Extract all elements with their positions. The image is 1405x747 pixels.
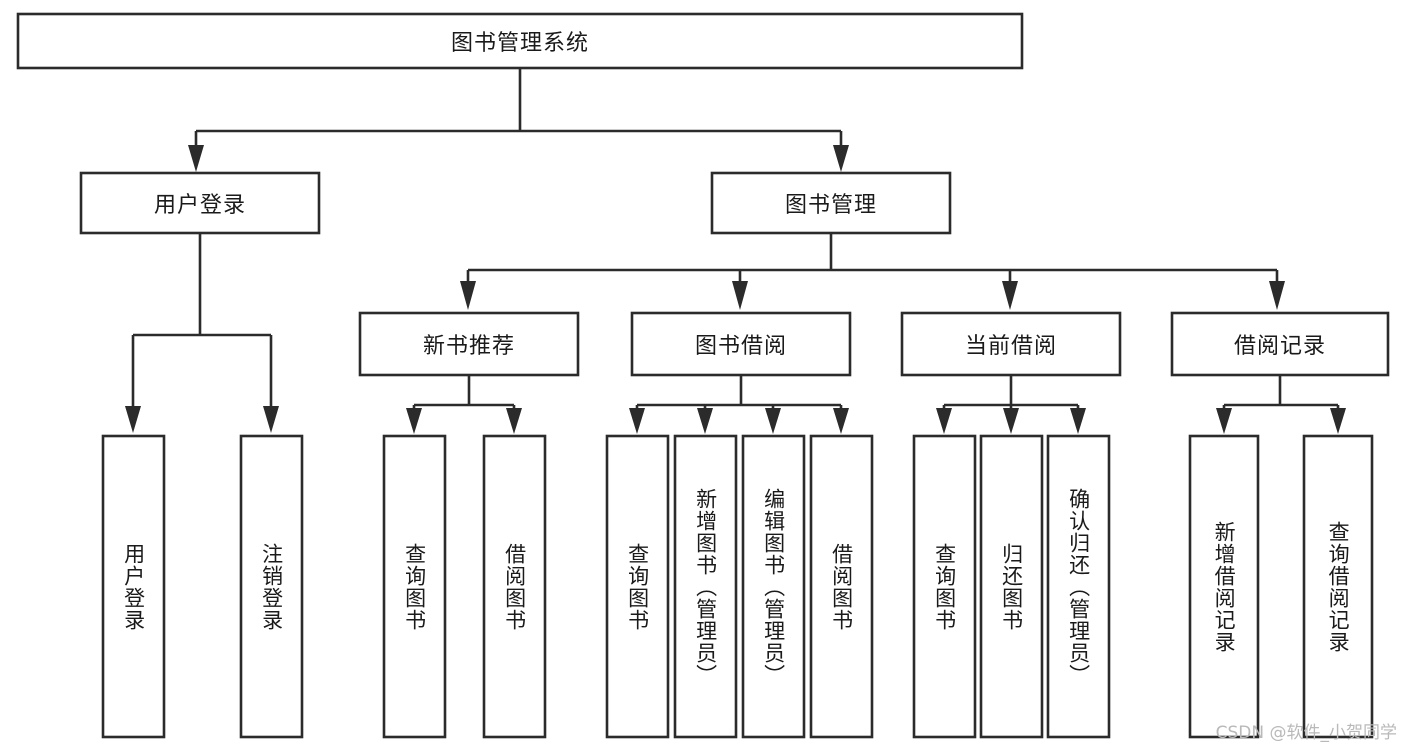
arrow-to-user-login xyxy=(188,145,204,172)
connector-book-manage-bus xyxy=(466,233,1279,283)
node-box-borrow-record[interactable] xyxy=(1170,311,1390,377)
leaf-box-new-book-rec-0[interactable] xyxy=(382,434,447,739)
leaf-box-user-login-0[interactable] xyxy=(101,434,166,739)
arrow-to-book-manage xyxy=(833,145,849,172)
leaf-box-borrow-record-1[interactable] xyxy=(1302,434,1374,739)
leaf-box-user-login-1[interactable] xyxy=(239,434,304,739)
leaf-box-current-borrow-2[interactable] xyxy=(1046,434,1111,739)
leaf-box-current-borrow-1[interactable] xyxy=(979,434,1044,739)
leaf-box-current-borrow-0[interactable] xyxy=(912,434,977,739)
arrow-borrow-record-leaf-1 xyxy=(1216,408,1232,434)
leaf-box-book-borrow-2[interactable] xyxy=(741,434,806,739)
arrow-to-borrow-record xyxy=(1269,281,1285,310)
connector-new-book-rec-bus xyxy=(412,375,516,410)
connector-root-to-bus xyxy=(194,68,843,145)
arrow-current-borrow-leaf-2 xyxy=(1003,408,1019,434)
leaf-box-borrow-record-0[interactable] xyxy=(1188,434,1260,739)
connector-book-borrow-bus xyxy=(635,375,843,410)
arrow-book-borrow-leaf-2 xyxy=(697,408,713,434)
arrow-new-book-rec-leaf-1 xyxy=(406,408,422,434)
node-box-current-borrow[interactable] xyxy=(900,311,1122,377)
arrow-current-borrow-leaf-1 xyxy=(936,408,952,434)
arrow-book-borrow-leaf-3 xyxy=(765,408,781,434)
node-box-user-login[interactable] xyxy=(79,171,321,235)
arrow-to-book-borrow xyxy=(732,281,748,310)
node-box-book-borrow[interactable] xyxy=(630,311,852,377)
arrow-current-borrow-leaf-3 xyxy=(1070,408,1086,434)
arrow-new-book-rec-leaf-2 xyxy=(506,408,522,434)
leaf-box-book-borrow-0[interactable] xyxy=(605,434,670,739)
connector-user-login-bus xyxy=(131,233,273,408)
node-box-book-manage[interactable] xyxy=(710,171,952,235)
arrow-user-login-leaf-2 xyxy=(263,406,279,433)
connector-current-borrow-bus xyxy=(942,375,1080,410)
arrow-user-login-leaf-1 xyxy=(125,406,141,433)
leaf-box-new-book-rec-1[interactable] xyxy=(482,434,547,739)
leaf-box-book-borrow-3[interactable] xyxy=(809,434,874,739)
node-box-root[interactable] xyxy=(16,12,1024,70)
arrow-book-borrow-leaf-1 xyxy=(629,408,645,434)
leaf-box-book-borrow-1[interactable] xyxy=(673,434,738,739)
connector-borrow-record-bus xyxy=(1222,375,1340,410)
arrow-borrow-record-leaf-2 xyxy=(1330,408,1346,434)
arrow-book-borrow-leaf-4 xyxy=(833,408,849,434)
arrow-to-current-borrow xyxy=(1002,281,1018,310)
node-box-new-book-rec[interactable] xyxy=(358,311,580,377)
arrow-to-new-book-rec xyxy=(460,281,476,310)
